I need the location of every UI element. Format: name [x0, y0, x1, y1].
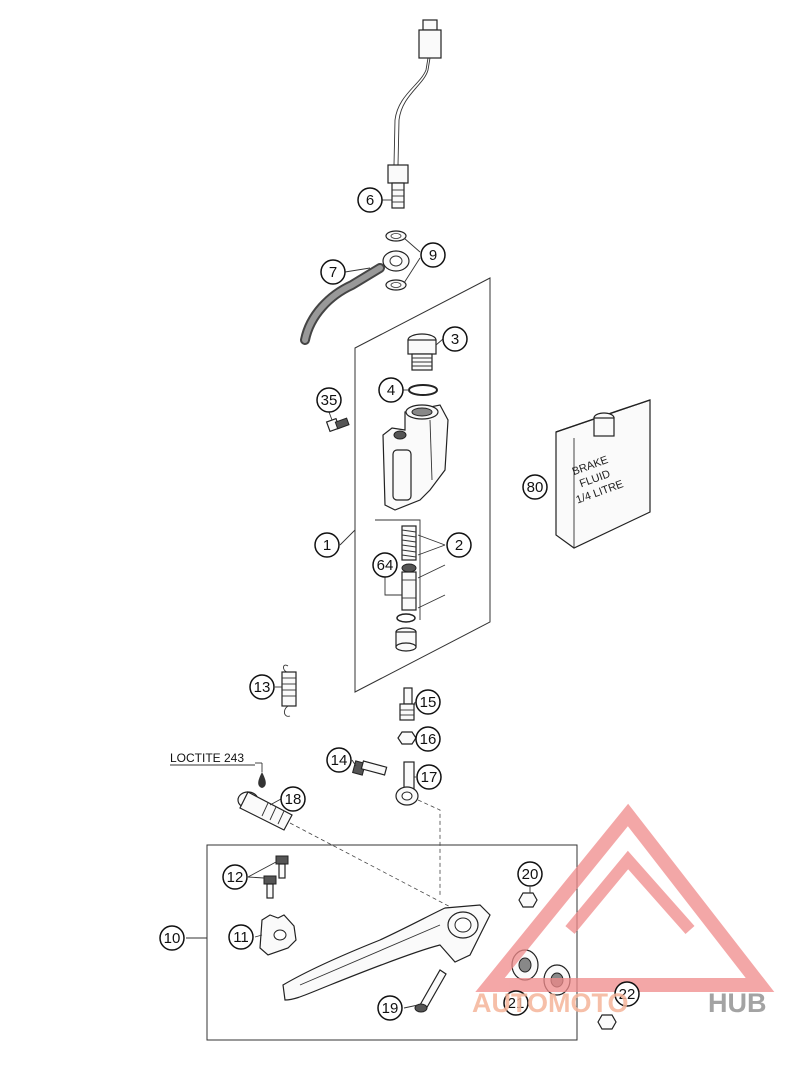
dust-boot [395, 627, 417, 652]
callout-19: 19 [377, 995, 403, 1021]
piston [401, 563, 417, 611]
brake-pedal-group-box [206, 844, 578, 1041]
callout-12: 12 [222, 864, 248, 890]
callout-9: 9 [420, 242, 446, 268]
brake-light-switch [387, 19, 442, 209]
watermark-word-a: AUTOMOTO [472, 988, 629, 1018]
callout-3: 3 [442, 326, 468, 352]
callout-7: 7 [320, 259, 346, 285]
svg-text:21: 21 [508, 995, 525, 1012]
leader-lines [186, 199, 531, 1009]
brake-pedal [282, 904, 491, 1001]
svg-text:17: 17 [421, 769, 438, 786]
callout-80: 80 [522, 474, 548, 500]
callout-64: 64 [372, 552, 398, 578]
svg-text:7: 7 [329, 264, 337, 281]
callout-17: 17 [416, 764, 442, 790]
push-rod [399, 687, 415, 721]
watermark-word-b: HUB [708, 988, 767, 1018]
svg-text:4: 4 [387, 382, 395, 399]
bolt-19 [414, 969, 447, 1013]
svg-text:20: 20 [522, 866, 539, 883]
watermark-text: AUTOMOTO HUB [472, 988, 767, 1018]
callout-13: 13 [249, 674, 275, 700]
svg-text:6: 6 [366, 192, 374, 209]
piston-spring [401, 525, 417, 561]
nut-20 [518, 892, 538, 908]
svg-text:80: 80 [527, 479, 544, 496]
svg-text:1: 1 [323, 537, 331, 554]
svg-text:10: 10 [164, 930, 181, 947]
master-cylinder-body [382, 404, 449, 511]
brake-hose [300, 250, 410, 345]
callout-2: 2 [446, 532, 472, 558]
svg-text:14: 14 [331, 752, 348, 769]
svg-text:19: 19 [382, 1000, 399, 1017]
callout-14: 14 [326, 747, 352, 773]
svg-text:12: 12 [227, 869, 244, 886]
seal-ring-upper-hole [390, 233, 402, 239]
seal-ring-lower-hole [390, 282, 402, 288]
bolt-14 [352, 760, 388, 776]
svg-text:15: 15 [420, 694, 437, 711]
footrest-screws [263, 855, 289, 899]
master-cylinder-group-box [354, 277, 491, 693]
callout-4: 4 [378, 377, 404, 403]
pedal-step-plate [259, 914, 297, 956]
fork-head [395, 761, 419, 806]
svg-text:35: 35 [321, 392, 338, 409]
svg-text:18: 18 [285, 791, 302, 808]
bracket-lines [375, 519, 421, 620]
svg-text:64: 64 [377, 557, 394, 574]
callout-10: 10 [159, 925, 185, 951]
return-spring [281, 664, 297, 717]
callout-21: 21 [503, 990, 529, 1016]
svg-text:9: 9 [429, 247, 437, 264]
callout-20: 20 [517, 861, 543, 887]
svg-text:13: 13 [254, 679, 271, 696]
reservoir-plug [407, 333, 437, 371]
callout-1: 1 [314, 532, 340, 558]
svg-text:22: 22 [619, 986, 636, 1003]
callout-15: 15 [415, 689, 441, 715]
screw-35 [325, 417, 350, 433]
o-ring [408, 384, 438, 396]
callout-6: 6 [357, 187, 383, 213]
nut-22 [597, 1014, 617, 1030]
callout-35: 35 [316, 387, 342, 413]
svg-text:16: 16 [420, 731, 437, 748]
callout-18: 18 [280, 786, 306, 812]
loctite-label: LOCTITE 243 [170, 751, 244, 765]
lock-nut [397, 731, 417, 745]
loctite-drop [258, 772, 266, 788]
pivot-bolt [237, 791, 293, 831]
callout-11: 11 [228, 924, 254, 950]
callouts: 6 9 7 3 4 35 80 1 2 64 13 15 16 14 17 18… [159, 187, 640, 1021]
svg-text:3: 3 [451, 331, 459, 348]
callout-16: 16 [415, 726, 441, 752]
piston-seal [396, 613, 416, 623]
svg-text:2: 2 [455, 537, 463, 554]
brake-fluid-bottle [555, 399, 651, 549]
callout-22: 22 [614, 981, 640, 1007]
svg-text:11: 11 [233, 929, 249, 946]
